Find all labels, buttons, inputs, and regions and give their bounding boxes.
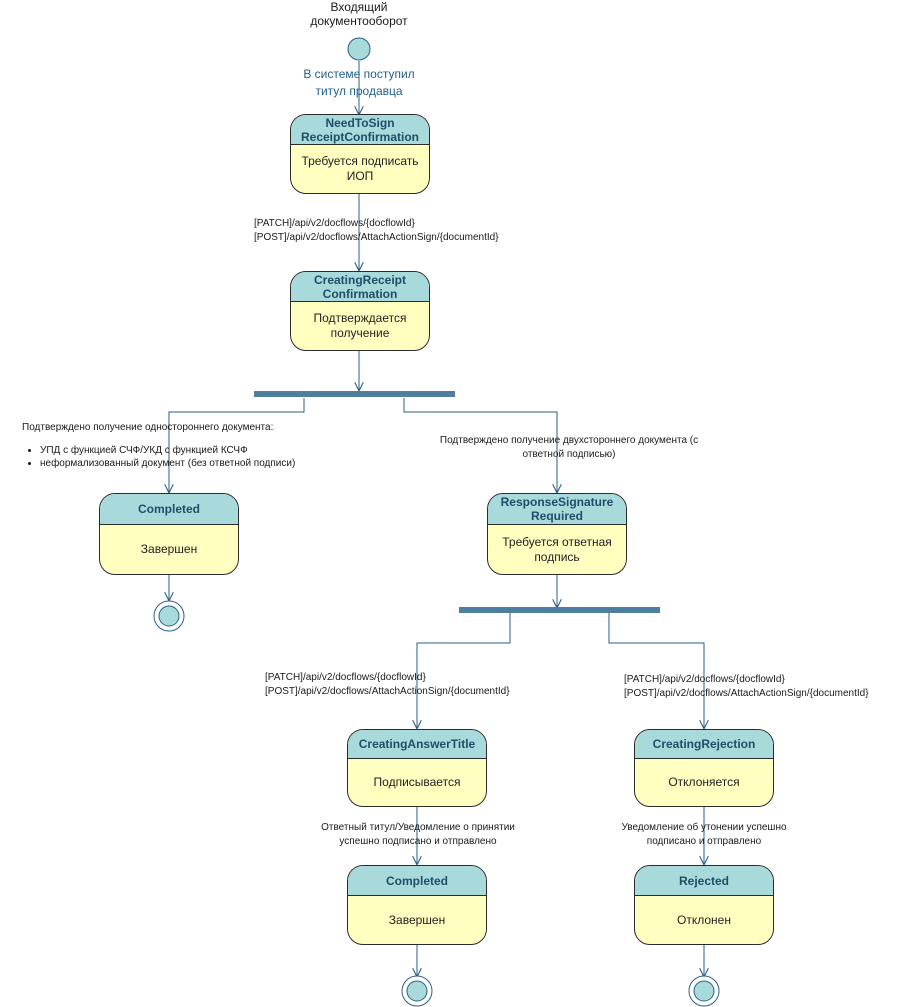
state-completed-2: Completed Завершен [347,865,487,945]
state-creating-answer-title: CreatingAnswerTitle Подписывается [347,729,487,807]
transition-answer-done-label: Ответный титул/Уведомление о принятии ус… [321,822,515,847]
list-item: УПД с функцией СЧФ/УКД с функцией КСЧФ [40,444,295,457]
transition-start-label: В системе поступил титул продавца [303,67,415,98]
state-description: Подтверждается получение [313,311,407,340]
transition-api-patch-3: [PATCH]/api/v2/docflows/{docflowId} [624,674,785,685]
state-creating-rejection: CreatingRejection Отклоняется [634,729,774,807]
edge-fork-to-rejection [608,613,704,728]
state-name: Completed [100,494,238,525]
transition-one-sided-list: УПД с функцией СЧФ/УКД с функцией КСЧФ н… [22,444,295,470]
state-rejected: Rejected Отклонен [634,865,774,945]
state-description: Отклонен [677,912,731,927]
state-need-to-sign: NeedToSign ReceiptConfirmation Требуется… [290,114,430,194]
state-name: CreatingReceipt Confirmation [291,272,429,302]
final-node-3 [688,975,720,1007]
diagram-title: Входящий документооборот [310,0,408,28]
state-description: Отклоняется [668,775,740,789]
state-name: CreatingRejection [635,730,773,759]
state-description: Завершен [140,542,198,556]
state-name: Rejected [635,866,773,896]
transition-api-patch-2: [PATCH]/api/v2/docflows/{docflowId} [265,672,426,683]
state-completed-1: Completed Завершен [99,493,239,575]
state-description: Требуется подписать ИОП [301,154,419,183]
state-name: NeedToSign ReceiptConfirmation [291,115,429,145]
list-item: неформализованный документ (без ответной… [40,457,295,470]
transition-one-sided-label: Подтверждено получение одностороннего до… [22,422,274,433]
transition-two-sided-label: Подтверждено получение двухстороннего до… [439,435,699,460]
state-response-signature: ResponseSignature Required Требуется отв… [487,493,627,575]
state-name: Completed [348,866,486,896]
state-description: Завершен [388,912,446,927]
transition-api-post-1: [POST]/api/v2/docflows/AttachActionSign/… [254,232,499,243]
state-creating-receipt: CreatingReceipt Confirmation Подтверждае… [290,271,430,351]
state-description: Требуется ответная подпись [502,534,612,564]
state-name: CreatingAnswerTitle [348,730,486,759]
edge-fork-to-completed [169,398,305,492]
fork-bar-2 [459,607,660,613]
edge-fork-to-response [403,398,557,492]
fork-bar-1 [254,391,455,397]
transition-api-patch-1: [PATCH]/api/v2/docflows/{docflowId} [254,218,415,229]
transition-api-post-3: [POST]/api/v2/docflows/AttachActionSign/… [624,688,869,699]
state-name: ResponseSignature Required [488,494,626,525]
transition-reject-done-label: Уведомление об утонении успешно подписан… [621,822,787,847]
edge-fork-to-answer [417,613,511,728]
initial-node [347,37,371,61]
final-node-2 [401,975,433,1007]
final-node-1 [153,600,185,632]
state-description: Подписывается [373,775,461,789]
transition-api-post-2: [POST]/api/v2/docflows/AttachActionSign/… [265,686,510,697]
